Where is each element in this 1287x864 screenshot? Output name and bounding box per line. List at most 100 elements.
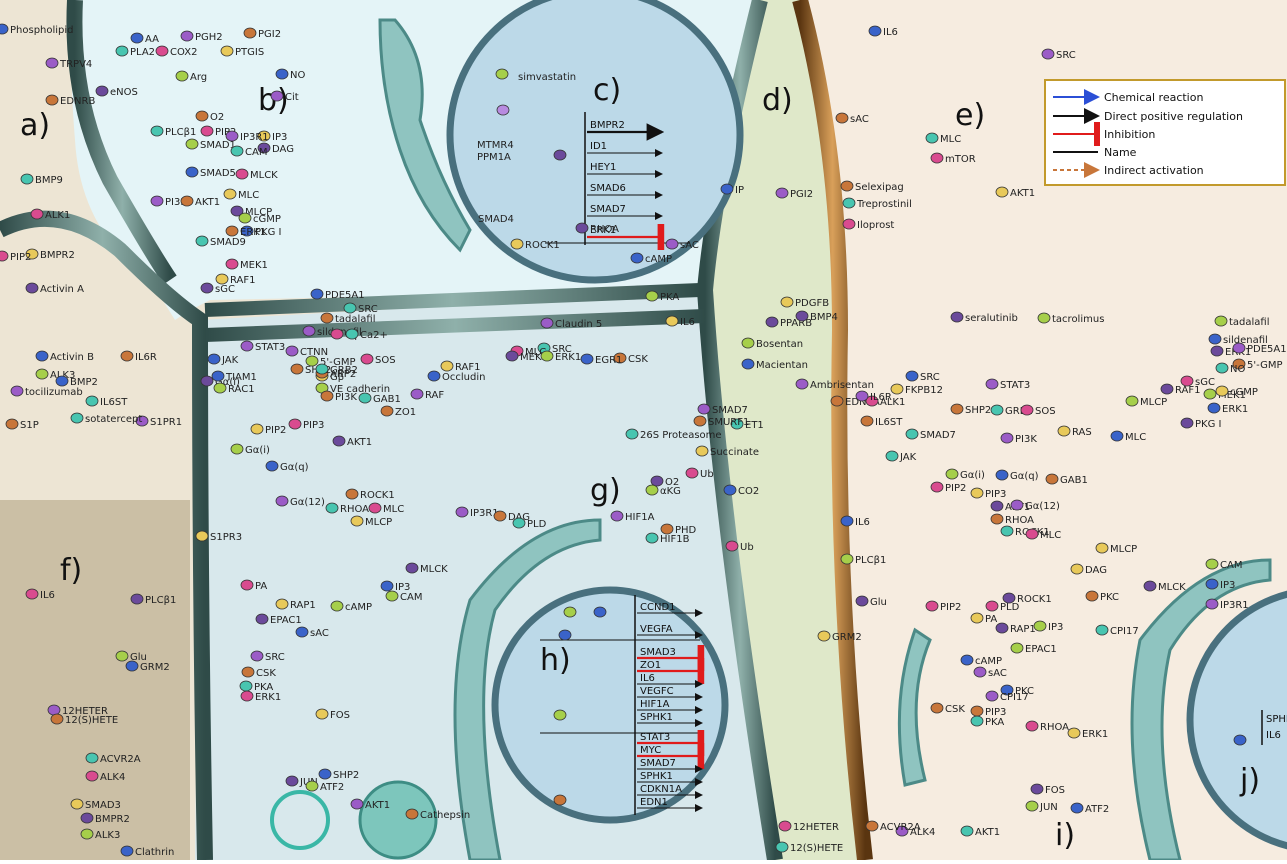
i-node-19: [1000, 525, 1014, 537]
i-node-46: [855, 595, 869, 607]
i-node-30: [995, 622, 1009, 634]
b-node-17: [150, 195, 164, 207]
i-label-12: PIP2: [945, 483, 966, 494]
b-label-8: NO: [290, 70, 305, 81]
gene-h-5: VEGFC: [640, 686, 674, 697]
panel-label-e: e): [955, 98, 985, 133]
gene-h-3: ZO1: [640, 660, 661, 671]
proteasome-node-0: [697, 403, 711, 415]
i-label-40: ATF2: [1085, 804, 1109, 815]
i-label-45: GRM2: [832, 632, 862, 643]
i_right-node-0: [1210, 345, 1224, 357]
i-label-3: GRB2: [1005, 406, 1033, 417]
i-label-20: MLC: [1040, 530, 1061, 541]
f-label-14: BMPR2: [95, 814, 130, 825]
junction-node-1: [427, 370, 441, 382]
i_right-node-10: [1110, 430, 1124, 442]
b-node-31: [305, 355, 319, 367]
i-node-6: [1160, 383, 1174, 395]
g-node-6: [505, 350, 519, 362]
er-right-small: [897, 627, 932, 787]
membrane-junction-2: [204, 309, 706, 342]
b-label-16: SMAD5: [200, 168, 236, 179]
e-node-5: [995, 186, 1009, 198]
legend-indirect: Indirect activation: [1104, 164, 1204, 177]
g-node-5: [440, 360, 454, 372]
i-label-1: STAT3: [1000, 380, 1030, 391]
b-node-26: [225, 225, 239, 237]
i-label-39: JUN: [1039, 802, 1058, 813]
f-node-8: [125, 660, 139, 672]
b-node-18: [180, 195, 194, 207]
a-label-6: Activin A: [40, 284, 84, 295]
b-node-38: [200, 375, 214, 387]
i-label-34: CSK: [945, 704, 965, 715]
d-node-10: [830, 395, 844, 407]
b-label-11: PLCβ1: [165, 127, 196, 138]
f-node-15: [80, 828, 94, 840]
g-node-38: [285, 775, 299, 787]
i-node-22: [1143, 580, 1157, 592]
i-node-17: [1010, 499, 1024, 511]
a-label-5: BMPR2: [40, 250, 75, 261]
proteasome-node-4: [695, 445, 709, 457]
c_cyto-label-8: IL6: [680, 317, 695, 328]
extracellular-middle: [700, 0, 860, 860]
a-label-8: BMP2: [70, 377, 98, 388]
b-label-28: MEK1: [240, 260, 268, 271]
b-label-34: tadalafil: [335, 314, 376, 325]
b-node-22: [230, 205, 244, 217]
g-node-41: [350, 798, 364, 810]
i-label-60: PIP2: [10, 252, 31, 263]
i-label-51: SMAD7: [920, 430, 956, 441]
a-node-0: [0, 23, 9, 35]
junction-node-3: [380, 405, 394, 417]
b-label-25: IP3R1: [240, 132, 269, 143]
proteasome-label-6: αKG: [660, 486, 681, 497]
proteasome-node-1: [693, 415, 707, 427]
protein-labels: PhospholipidTRPV4EDNRBBMP9ALK1BMPR2Activ…: [0, 23, 1287, 858]
g-label-4: SOS: [375, 355, 396, 366]
panel-label-f: f): [60, 553, 82, 588]
gene-h-2: SMAD3: [640, 647, 676, 658]
g-node-15: [230, 443, 244, 455]
g-label-28: PA: [255, 581, 267, 592]
i_right-node-3: [1232, 342, 1246, 354]
e-node-3: [925, 132, 939, 144]
b-label-30: sGC: [215, 284, 235, 295]
panel-label-j: j): [1239, 763, 1260, 798]
f-node-4: [25, 588, 39, 600]
f-node-14: [80, 812, 94, 824]
b-node-6: [95, 85, 109, 97]
proteasome-node-11: [725, 540, 739, 552]
b-label-0: AA: [145, 34, 159, 45]
g-node-16: [265, 460, 279, 472]
i-node-53: [1070, 563, 1084, 575]
f-label-5: S1PR3: [210, 532, 242, 543]
i-label-15: Gα(i): [960, 470, 985, 481]
a-node-7: [35, 368, 49, 380]
b-label-10: O2: [210, 112, 224, 123]
g-label-16: Gα(q): [280, 462, 309, 473]
i-node-59: [960, 825, 974, 837]
f-label-1: tocilizumab: [25, 387, 83, 398]
g-label-7: ERK1: [555, 352, 581, 363]
gene-h-8: STAT3: [640, 732, 670, 743]
b-node-35: [343, 302, 357, 314]
i-node-26: [1085, 590, 1099, 602]
i-label-54: ROCK1: [1017, 594, 1052, 605]
b-label-39: RAC1: [228, 384, 255, 395]
i-node-48: [840, 515, 854, 527]
b-label-1: PGH2: [195, 32, 223, 43]
g-label-11: GAB1: [373, 394, 401, 405]
nucleus-c-label-3: SMAD4: [478, 214, 514, 225]
f-label-11: ACVR2A: [100, 754, 141, 765]
d-label-11: ET1: [745, 420, 764, 431]
nucleus-h: [491, 586, 729, 824]
g-node-18: [345, 488, 359, 500]
proteasome-label-9: PHD: [675, 525, 697, 536]
i-node-54: [1002, 592, 1016, 604]
i-label-8: ERK1: [1222, 404, 1248, 415]
proteasome-label-2: 26S Proteasome: [640, 430, 722, 441]
